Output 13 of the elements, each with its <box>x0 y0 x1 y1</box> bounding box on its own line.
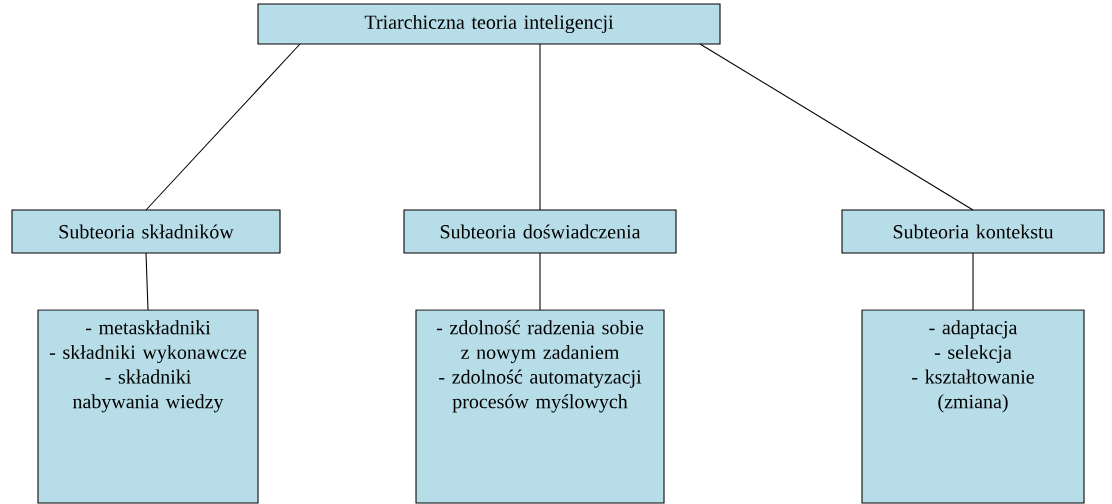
connector-line <box>145 252 149 311</box>
theory-box: Subteoria składników <box>11 209 281 254</box>
connector-line <box>699 43 974 211</box>
list-box: - metaskładniki - składniki wykonawcze - składniki nabywania wiedzy <box>37 309 259 504</box>
connector-line <box>539 43 541 211</box>
list-box: - zdolność radzenia sobie z nowym zadaniem - zdolność automatyzacji procesów myślowych <box>415 309 665 504</box>
theory-box: Subteoria doświadczenia <box>403 209 677 254</box>
title-box: Triarchiczna teoria inteligencji <box>257 3 721 45</box>
theory-box: Subteoria kontekstu <box>841 209 1105 254</box>
connector-line <box>145 43 301 211</box>
connector-line <box>539 252 541 311</box>
connector-line <box>972 252 974 311</box>
list-box: - adaptacja - selekcja - kształtowanie (zmiana) <box>861 309 1085 504</box>
